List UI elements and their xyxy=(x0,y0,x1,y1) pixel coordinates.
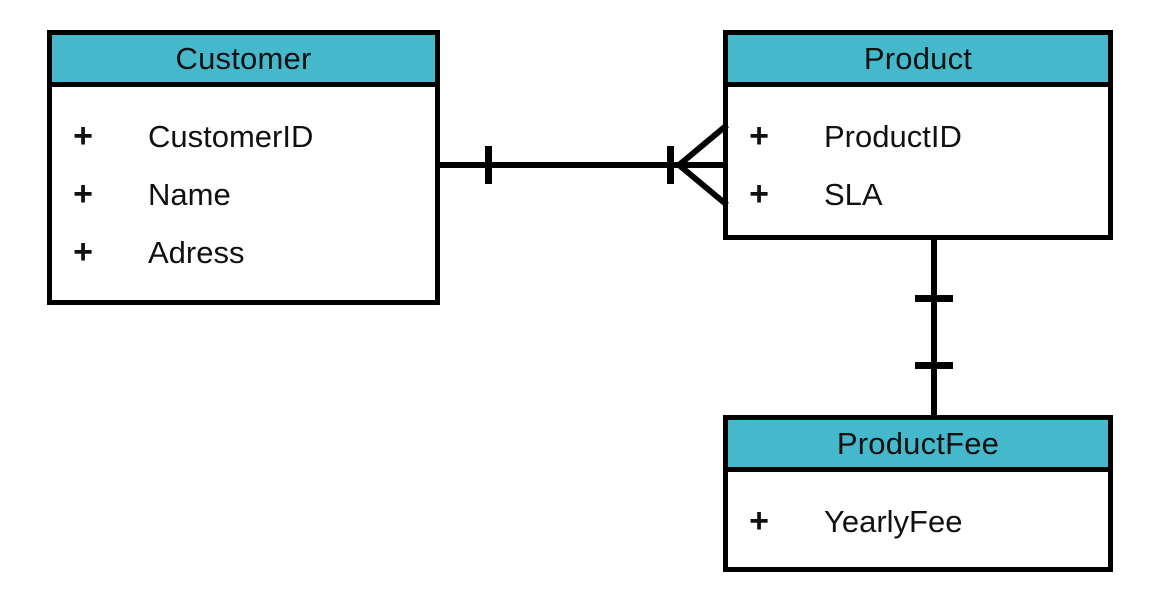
attribute-label-customerid: CustomerID xyxy=(148,118,314,154)
entity-customer-body: + CustomerID + Name + Adress xyxy=(52,87,435,300)
plus-icon: + xyxy=(749,117,769,155)
relationship-line-customer-product xyxy=(440,162,724,168)
attribute-label-name: Name xyxy=(148,176,231,212)
entity-productfee[interactable]: ProductFee + YearlyFee xyxy=(723,415,1113,572)
cardinality-one-tick-customer-side xyxy=(485,146,492,184)
attribute-row-name[interactable]: + Name xyxy=(52,165,435,223)
plus-icon: + xyxy=(73,117,93,155)
cardinality-one-tick-product-end xyxy=(915,295,953,302)
attribute-row-sla[interactable]: + SLA xyxy=(728,165,1108,223)
plus-icon: + xyxy=(749,175,769,213)
attribute-label-yearlyfee: YearlyFee xyxy=(824,503,963,539)
cardinality-one-tick-productfee-end xyxy=(915,362,953,369)
entity-product-header: Product xyxy=(728,35,1108,87)
crowsfoot-many-icon xyxy=(677,122,729,208)
entity-productfee-title: ProductFee xyxy=(836,426,1000,461)
entity-customer[interactable]: Customer + CustomerID + Name + Adress xyxy=(47,30,440,305)
entity-productfee-body: + YearlyFee xyxy=(728,472,1108,567)
attribute-row-productid[interactable]: + ProductID xyxy=(728,107,1108,165)
attribute-row-yearlyfee[interactable]: + YearlyFee xyxy=(728,492,1108,550)
plus-icon: + xyxy=(73,175,93,213)
entity-customer-title: Customer xyxy=(175,41,312,76)
entity-customer-header: Customer xyxy=(52,35,435,87)
attribute-label-sla: SLA xyxy=(824,176,883,212)
attribute-row-customerid[interactable]: + CustomerID xyxy=(52,107,435,165)
attribute-label-productid: ProductID xyxy=(824,118,962,154)
relationship-line-product-productfee xyxy=(931,238,937,418)
attribute-row-adress[interactable]: + Adress xyxy=(52,223,435,281)
entity-product-title: Product xyxy=(863,41,973,76)
attribute-label-adress: Adress xyxy=(148,234,245,270)
entity-productfee-header: ProductFee xyxy=(728,420,1108,472)
entity-product-body: + ProductID + SLA xyxy=(728,87,1108,235)
entity-product[interactable]: Product + ProductID + SLA xyxy=(723,30,1113,240)
plus-icon: + xyxy=(749,502,769,540)
plus-icon: + xyxy=(73,233,93,271)
cardinality-one-tick-product-side xyxy=(667,146,674,184)
